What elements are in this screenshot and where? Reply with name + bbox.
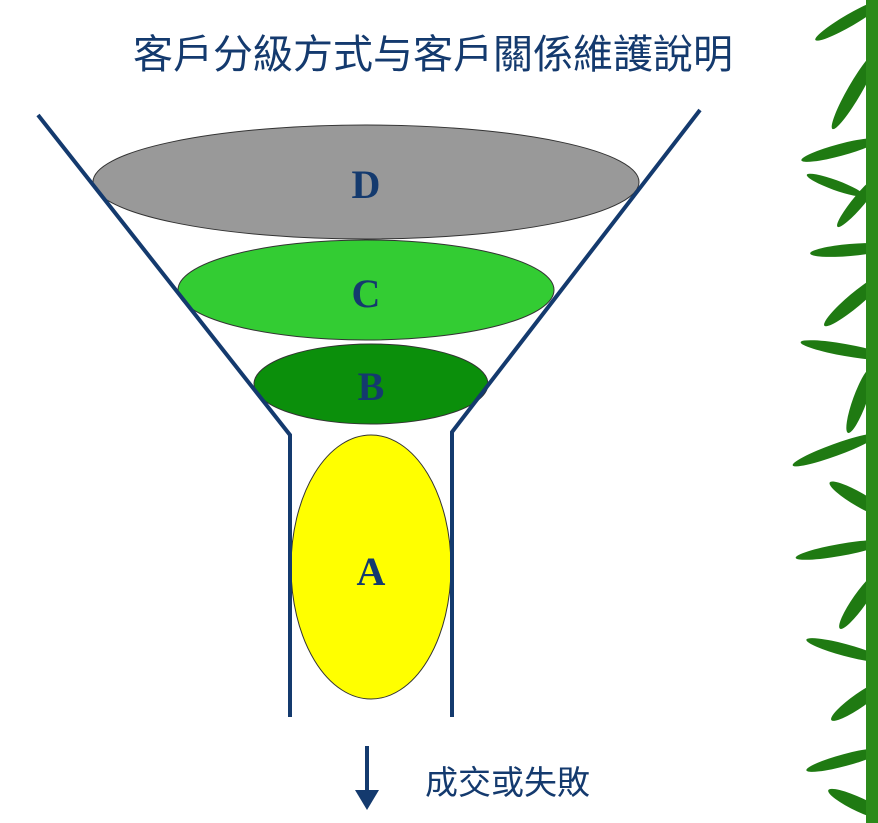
down-arrow-icon [355,746,379,810]
level-b-label: B [358,364,385,409]
page-title: 客戶分級方式与客戶關係維護說明 [133,32,733,78]
level-d-label: D [352,162,381,207]
bamboo-leaves-decoration [792,0,878,823]
funnel-outline [36,108,702,717]
level-a-label: A [357,549,386,594]
level-c-label: C [352,271,381,316]
outcome-label: 成交或失敗 [425,763,590,802]
